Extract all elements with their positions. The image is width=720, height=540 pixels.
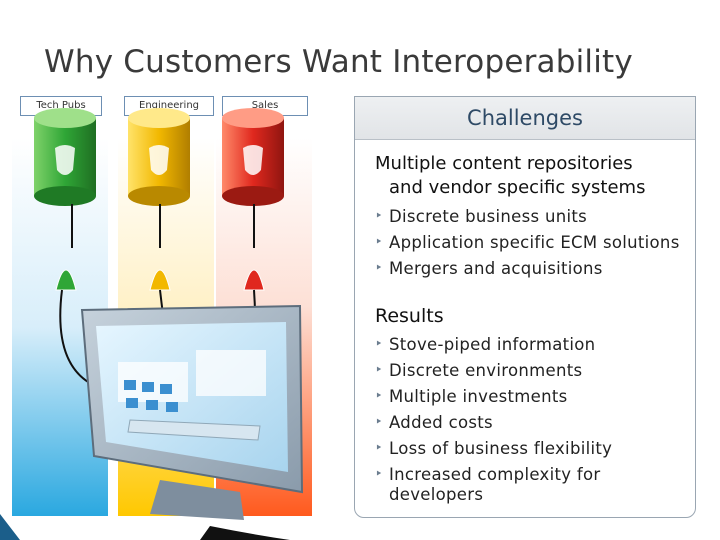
challenge-item: Mergers and acquisitions	[375, 259, 685, 279]
database-yellow-icon	[128, 108, 190, 206]
footer-swoosh	[0, 514, 720, 540]
slide-title: Why Customers Want Interoperability	[44, 44, 633, 80]
database-green-icon	[34, 108, 96, 206]
result-item: Increased complexity for developers	[375, 465, 685, 505]
monitor-icon	[82, 306, 302, 520]
result-item: Discrete environments	[375, 361, 685, 381]
result-item: Stove-piped information	[375, 335, 685, 355]
challenge-item: Discrete business units	[375, 207, 685, 227]
connector-green-icon	[56, 270, 76, 290]
database-red-icon	[222, 108, 284, 206]
challenges-title-line2: and vendor specific systems	[375, 177, 645, 198]
result-item: Loss of business flexibility	[375, 439, 685, 459]
panel-heading: Challenges	[355, 97, 695, 140]
results-title: Results	[375, 305, 444, 327]
challenges-title-line1: Multiple content repositories	[375, 153, 633, 174]
connector-red-icon	[244, 270, 264, 290]
results-list: Stove-piped information Discrete environ…	[375, 335, 685, 511]
result-item: Multiple investments	[375, 387, 685, 407]
challenges-list: Discrete business units Application spec…	[375, 207, 685, 285]
challenge-item: Application specific ECM solutions	[375, 233, 685, 253]
connector-yellow-icon	[150, 270, 170, 290]
repositories-illustration	[0, 100, 350, 540]
result-item: Added costs	[375, 413, 685, 433]
challenges-panel: Challenges Multiple content repositories…	[354, 96, 696, 518]
